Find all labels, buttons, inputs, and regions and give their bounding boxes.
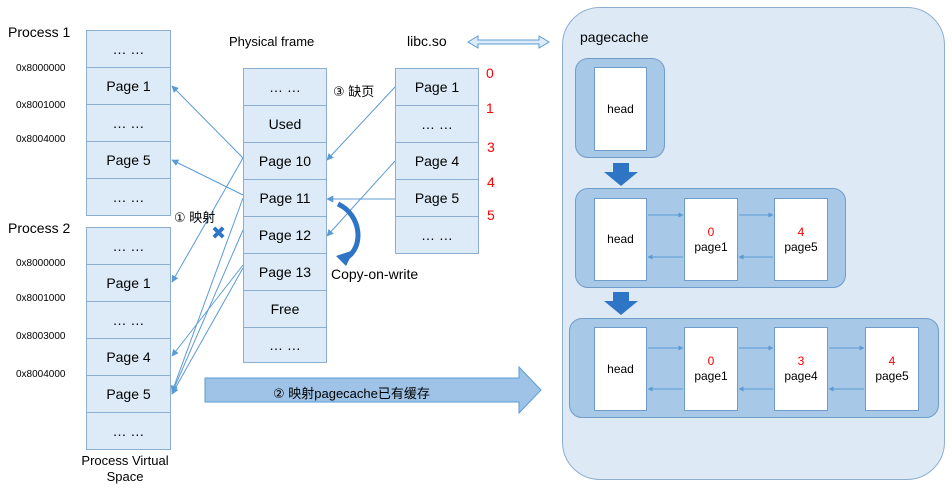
map-annotation: ① 映射 — [174, 210, 216, 225]
p1-cell-page5: Page 5 — [86, 141, 171, 179]
p1-cell: … … — [86, 104, 171, 142]
pc2-head-node: head — [594, 198, 647, 281]
page-index: 3 — [797, 354, 805, 368]
cross-icon: ✖ — [211, 223, 227, 243]
p2-cell: … … — [86, 301, 171, 339]
page-name: page1 — [694, 239, 728, 254]
copy-on-write-label: Copy-on-write — [331, 266, 419, 282]
libc-title: libc.so — [407, 33, 447, 49]
p1-cell-page1: Page 1 — [86, 67, 171, 105]
cow-arrow — [336, 201, 361, 261]
pc1-head-node: head — [594, 67, 647, 151]
libc-index: 4 — [487, 174, 495, 190]
p2-cell-page1: Page 1 — [86, 264, 171, 302]
page-name: page4 — [784, 369, 818, 383]
page-index: 0 — [707, 224, 715, 239]
pagecache-title: pagecache — [580, 29, 649, 45]
map-line-p1-page1 — [171, 85, 244, 159]
p1-address: 0x8001000 — [16, 100, 66, 111]
libc-index: 0 — [486, 65, 494, 81]
pc2-page-node: 4 page5 — [774, 198, 828, 281]
physical-frame-title: Physical frame — [229, 34, 315, 49]
p2-address: 0x8000000 — [16, 258, 66, 269]
map-line-p2-page5a — [171, 229, 244, 394]
process2-title: Process 2 — [8, 220, 71, 236]
libc-index: 1 — [486, 100, 494, 116]
phys-cell: … … — [243, 68, 327, 106]
libc-cell-page5: Page 5 — [395, 179, 479, 217]
head-label: head — [607, 101, 634, 116]
p2-cell-page4: Page 4 — [86, 338, 171, 376]
libc-line-page1 — [326, 86, 396, 161]
p2-cell-page5: Page 5 — [86, 375, 171, 413]
libc-cell-page4: Page 4 — [395, 142, 479, 180]
pc3-head-node: head — [594, 327, 647, 411]
pc3-page-node: 3 page4 — [774, 327, 828, 411]
phys-cell-page10: Page 10 — [243, 142, 327, 180]
p2-cell: … … — [86, 227, 171, 265]
p1-cell: … … — [86, 30, 171, 68]
p2-cell: … … — [86, 412, 171, 450]
page-fault-annotation: ③ 缺页 — [333, 84, 375, 99]
pagecache-banner-text: ② 映射pagecache已有缓存 — [273, 386, 430, 401]
head-label: head — [607, 232, 634, 246]
page-index: 0 — [707, 354, 715, 368]
map-line-p1-page5 — [171, 159, 244, 196]
page-index: 4 — [888, 354, 896, 368]
p2-address: 0x8004000 — [16, 369, 66, 380]
libc-cell: … … — [395, 105, 479, 143]
pc3-page-node: 0 page1 — [684, 327, 738, 411]
process-virtual-space-label: Process Virtual Space — [81, 453, 169, 484]
p2-address: 0x8001000 — [16, 293, 66, 304]
page-name: page1 — [694, 369, 728, 383]
pagecache-banner-arrow — [204, 365, 542, 415]
phys-cell-page13: Page 13 — [243, 253, 327, 291]
libc-index: 3 — [487, 139, 495, 155]
p1-address: 0x8004000 — [16, 134, 66, 145]
phys-cell-free: Free — [243, 290, 327, 328]
libc-index: 5 — [487, 207, 495, 223]
libc-cell-page1: Page 1 — [395, 68, 479, 106]
pc3-page-node: 4 page5 — [865, 327, 919, 411]
phys-cell-used: Used — [243, 105, 327, 143]
page-name: page5 — [784, 239, 818, 254]
cow-arrowhead — [336, 250, 354, 266]
map-line-p2-page1 — [171, 157, 244, 283]
page-name: page5 — [875, 369, 909, 383]
libc-cell: … … — [395, 216, 479, 254]
p1-address: 0x8000000 — [16, 63, 66, 74]
phys-cell-page11: Page 11 — [243, 179, 327, 217]
phys-cell: … … — [243, 327, 327, 363]
process1-title: Process 1 — [8, 24, 71, 40]
page-index: 4 — [797, 224, 805, 239]
map-line-p2-page5b — [170, 197, 244, 393]
libc-pagecache-double-arrow — [467, 35, 550, 49]
phys-cell-page12: Page 12 — [243, 216, 327, 254]
map-line-p2-page5c — [171, 267, 244, 395]
p2-address: 0x8003000 — [16, 331, 66, 342]
head-label: head — [607, 361, 634, 376]
pc2-page-node: 0 page1 — [684, 198, 738, 281]
p1-cell: … … — [86, 178, 171, 216]
